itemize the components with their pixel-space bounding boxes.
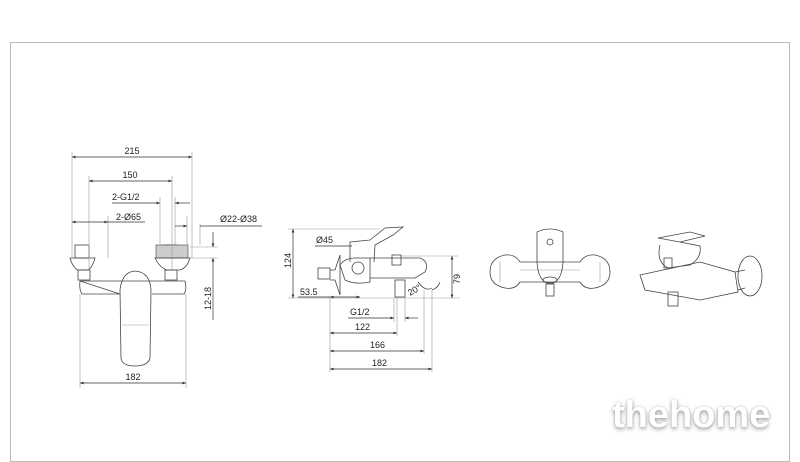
dim-center-distance: 150 <box>122 170 137 180</box>
dim-flange: 2-Ø65 <box>116 212 141 222</box>
side-faucet-body <box>317 226 428 298</box>
dim-122: 122 <box>355 322 370 332</box>
dim-182: 182 <box>372 358 387 368</box>
dim-offset: 53.5 <box>300 287 318 297</box>
dim-total-width: 215 <box>124 146 139 156</box>
dim-166: 166 <box>370 340 385 350</box>
dim-height: 124 <box>283 253 293 268</box>
dim-spout-height: 79 <box>452 274 462 284</box>
dim-thread: 2-G1/2 <box>112 192 140 202</box>
faucet-front-perspective <box>489 228 611 297</box>
dim-body-width: 182 <box>125 372 140 382</box>
dim-angle: 20° <box>406 282 423 298</box>
dim-adjust: 12-18 <box>203 287 213 310</box>
side-view: 124 Ø45 53.5 79 20° G1/2 122 166 182 <box>283 226 462 372</box>
dim-handle: Ø45 <box>316 235 333 245</box>
faucet-side-perspective <box>639 231 763 307</box>
dim-g12: G1/2 <box>350 307 370 317</box>
watermark-logo: thehome <box>612 394 771 436</box>
dim-pipe: Ø22-Ø38 <box>220 214 257 224</box>
front-view: 215 150 2-G1/2 2-Ø65 Ø22-Ø38 12-18 182 <box>69 146 262 388</box>
